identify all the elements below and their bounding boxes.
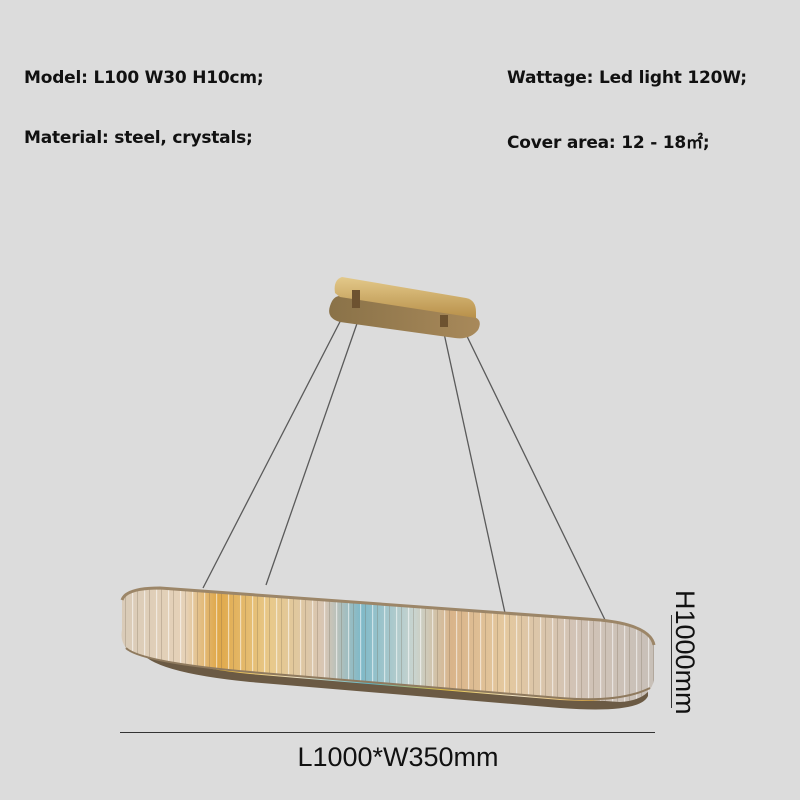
- length-width-label: L1000*W350mm: [0, 742, 800, 773]
- spec-model: Model: L100 W30 H10cm;: [24, 68, 264, 88]
- spec-wattage: Wattage: Led light 120W;: [507, 68, 747, 88]
- ceiling-canopy: [329, 277, 480, 339]
- height-label: H1000mm: [670, 590, 700, 715]
- spec-cover-area: Cover area: 12 - 18㎡;: [507, 133, 710, 153]
- length-width-text: L1000*W350mm: [297, 742, 499, 772]
- crystal-ring: [120, 586, 656, 710]
- suspension-wires: [202, 311, 608, 625]
- length-dimension-line: [120, 732, 655, 733]
- spec-material: Material: steel, crystals;: [24, 128, 253, 148]
- height-dimension-line: [671, 615, 672, 708]
